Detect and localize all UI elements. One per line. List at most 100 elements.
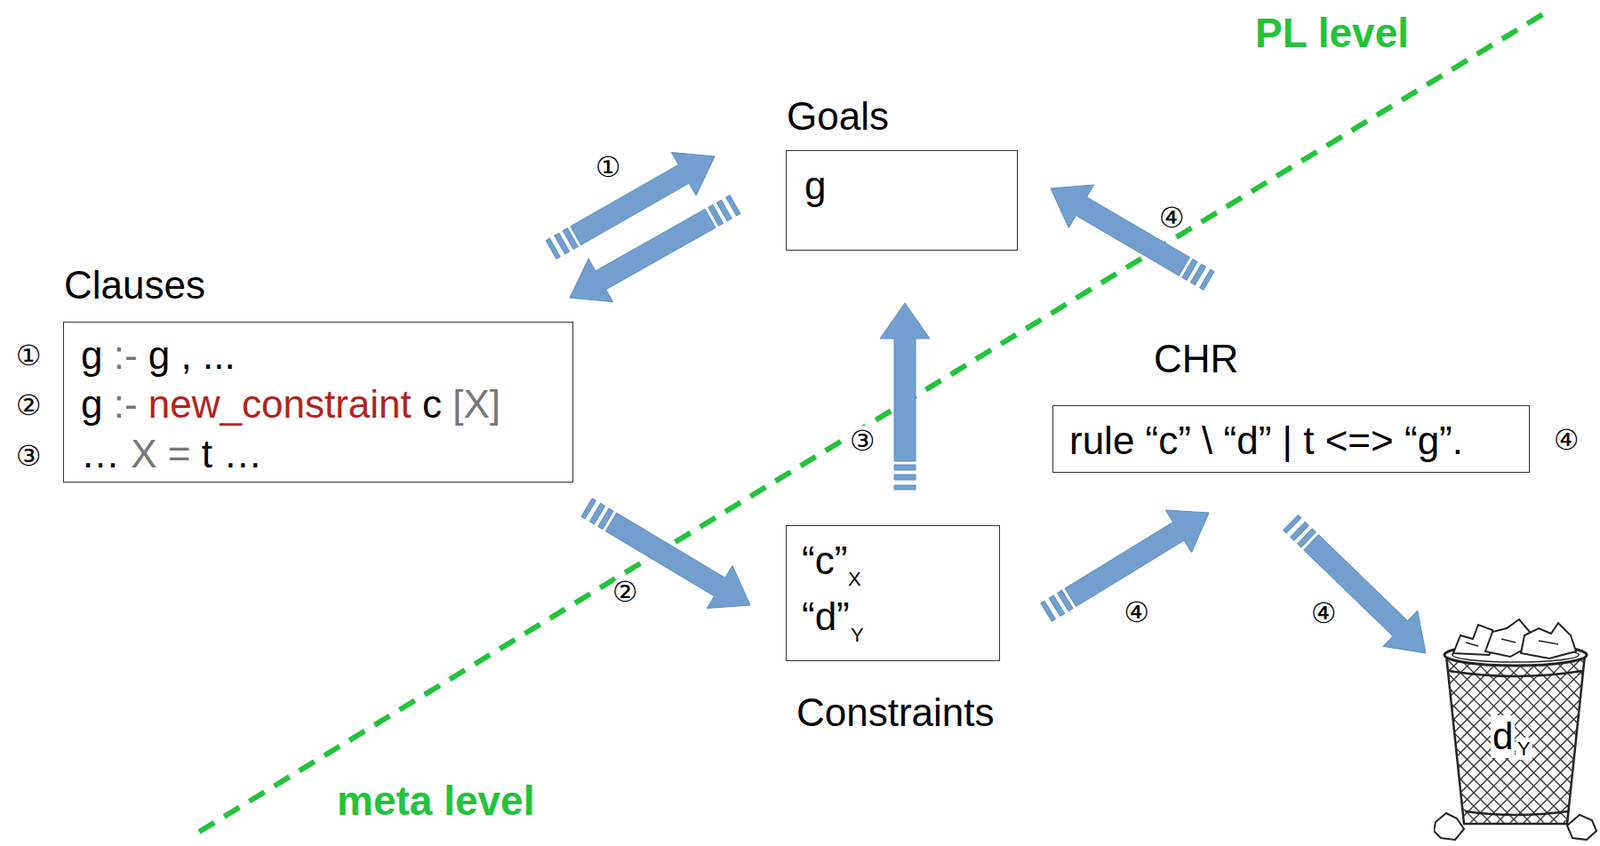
callout-number: ① (16, 339, 42, 373)
trash-bin-drawing (1520, 623, 1576, 659)
flow-arrow (1283, 514, 1426, 654)
trash-bin-drawing (1456, 655, 1598, 824)
trash-bin-drawing (1433, 655, 1545, 824)
clause-box: Clausesg :- g , ...g :- new_constraint c… (63, 321, 574, 483)
block-arrow (1064, 510, 1209, 608)
clause-line: g :- g , ... (80, 332, 236, 378)
trash-bin-drawing (1549, 655, 1598, 824)
trash-bin-drawing (1562, 655, 1598, 824)
code-token: … (80, 432, 120, 476)
trash-bin-drawing (1433, 655, 1439, 824)
callout-number: ② (16, 389, 42, 423)
callout-number: ③ (16, 440, 42, 473)
trash-bin-drawing (1433, 655, 1479, 824)
trash-bin-drawing (1576, 655, 1598, 824)
arrow-tail-stripe (894, 485, 916, 490)
goal-text: g (804, 162, 826, 208)
callout-number: ④ (1553, 424, 1580, 457)
trash-bin-drawing (1567, 815, 1597, 840)
code-token: :- (113, 333, 138, 377)
code-token: … (223, 432, 263, 476)
trash-bin-drawing (1509, 655, 1598, 824)
trash-bin-drawing (1433, 655, 1598, 824)
callout-number: ④ (1121, 597, 1152, 628)
trash-bin-drawing (1433, 655, 1492, 824)
block-arrow (1050, 184, 1190, 276)
code-token: :- (113, 382, 138, 426)
trash-bin-drawing (1469, 655, 1598, 824)
flow-arrow (880, 303, 930, 490)
constraint-store-box: “c”X“d”YConstraints (785, 525, 1000, 662)
trash-bin-drawing (1433, 655, 1585, 824)
arrow-tail-stripe (894, 474, 916, 480)
flow-arrow (1050, 184, 1215, 290)
chr-rule: rule “c” \ “d” | t <=> “g”. (1069, 417, 1464, 464)
trash-bin-drawing (1522, 655, 1598, 824)
trash-bin-drawing (1469, 655, 1598, 824)
trash-bin-drawing (1433, 655, 1452, 824)
trash-bin-drawing (1456, 655, 1598, 824)
code-token: g (148, 333, 170, 377)
trash-bin-drawing (1549, 655, 1598, 824)
trash-bin-drawing (1509, 655, 1598, 824)
trash-bin-drawing (1433, 655, 1532, 824)
callout-number: ② (610, 576, 640, 608)
block-arrow (569, 208, 716, 302)
discarded-constraint: d (1490, 715, 1515, 759)
trash-bin-drawing (1589, 655, 1598, 824)
trash-bin-drawing (1589, 655, 1598, 824)
constraint-subscript: X (848, 568, 862, 591)
code-token: c (422, 382, 442, 426)
code-token: g (80, 333, 103, 377)
callout-number: ① (593, 152, 624, 183)
block-arrow (1304, 535, 1426, 654)
constraint-subscript: Y (850, 624, 864, 647)
box-heading: CHR (1153, 336, 1239, 382)
trash-bin-drawing (1536, 655, 1598, 824)
trash-bin-drawing (1448, 671, 1583, 677)
trash-bin: dY (1433, 612, 1598, 845)
clause-line: … X = t … (80, 431, 263, 477)
code-token: t (201, 432, 213, 476)
code-token: new_constraint (148, 382, 412, 426)
trash-bin-drawing (1433, 655, 1479, 824)
trash-bin-drawing (1433, 655, 1452, 824)
callout-number: ④ (1309, 598, 1339, 629)
trash-bin-drawing (1482, 655, 1598, 824)
trash-bin-drawing (1433, 655, 1598, 824)
trash-bin-drawing (1562, 655, 1598, 824)
trash-bin-drawing (1522, 655, 1598, 824)
callout-number: ④ (1157, 202, 1187, 233)
block-arrow (880, 303, 930, 462)
trash-bin-drawing (1433, 655, 1559, 824)
trash-bin-drawing (1433, 655, 1585, 824)
constraint: “d” (801, 593, 850, 640)
constraint: “c” (801, 537, 848, 584)
code-token: X (130, 432, 157, 476)
goal-box: Goalsg (785, 150, 1018, 251)
code-token: [X] (452, 382, 501, 426)
box-heading: Goals (786, 93, 889, 139)
trash-bin-drawing (1433, 612, 1598, 845)
flow-arrow (569, 195, 741, 303)
trash-bin-drawing (1536, 655, 1598, 824)
clause-line: g :- new_constraint c [X] (80, 381, 501, 427)
box-heading: Constraints (796, 689, 995, 736)
code-token: = (168, 432, 192, 476)
level-label: meta level (336, 777, 535, 825)
trash-bin-drawing (1433, 655, 1439, 824)
code-token: , (181, 333, 192, 377)
flow-arrow (581, 498, 751, 609)
trash-bin-drawing (1482, 655, 1598, 824)
level-label: PL level (1255, 9, 1409, 57)
code-token: ... (202, 333, 236, 377)
trash-bin-drawing (1433, 655, 1545, 824)
block-arrow (605, 512, 751, 608)
trash-bin-drawing (1433, 813, 1464, 840)
chr-rule-box: CHRrule “c” \ “d” | t <=> “g”. (1052, 405, 1530, 473)
trash-bin-drawing (1464, 811, 1568, 816)
trash-bin-drawing (1465, 639, 1559, 647)
trash-bin-drawing (1433, 655, 1532, 824)
trash-bin-drawing (1576, 655, 1598, 824)
